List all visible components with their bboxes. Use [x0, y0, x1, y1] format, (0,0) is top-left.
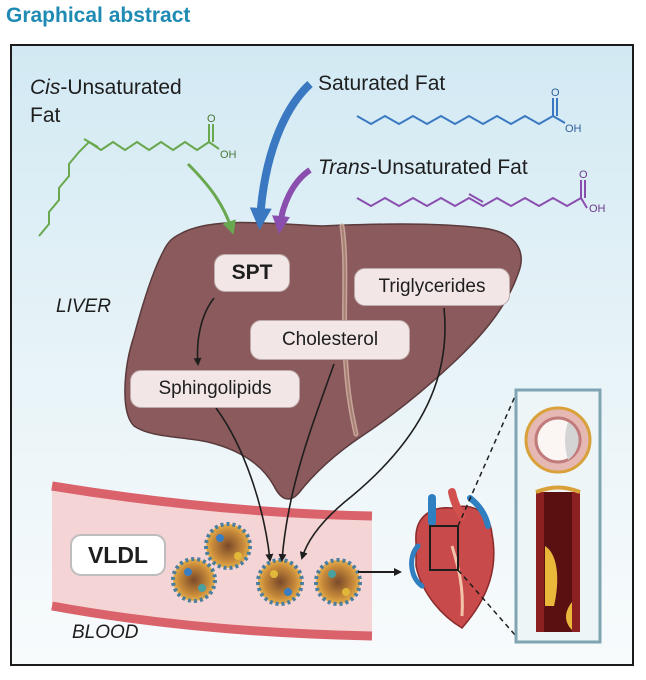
cis-prefix: Cis	[30, 76, 61, 99]
blood-tag: BLOOD	[72, 622, 139, 643]
graphical-abstract-heading: Graphical abstract	[6, 4, 191, 27]
abstract-frame: OH O OH O OH O Cis-Unsaturated Fat Satur…	[10, 44, 634, 666]
spt-to-sphingolipids-arrow	[193, 297, 215, 366]
vldl-particle-icon	[171, 557, 217, 603]
vldl-particle-icon	[256, 558, 304, 606]
trans-rest: -Unsaturated Fat	[370, 156, 528, 179]
cis-oh-label: OH	[220, 149, 237, 161]
trans-fat-label: Trans-Unsaturated Fat	[318, 156, 528, 180]
saturated-fat-arrow	[249, 81, 313, 230]
cis-fat-arrow	[186, 162, 236, 235]
trans-fat-molecule-icon	[356, 180, 588, 209]
cis-fat-molecule-icon	[38, 124, 220, 237]
zoom-line-top	[457, 393, 517, 527]
vldl-box: VLDL	[70, 534, 166, 576]
liver-organ-icon	[124, 221, 522, 500]
cis-o-label: O	[207, 113, 216, 125]
cis-fat-label-line2: Fat	[30, 104, 61, 127]
triglycerides-to-blood-arrow	[299, 307, 446, 560]
trans-fat-arrow	[272, 167, 312, 234]
triglycerides-box: Triglycerides	[354, 268, 510, 306]
saturated-o-label: O	[551, 87, 560, 99]
trans-oh-label: OH	[589, 203, 606, 215]
saturated-oh-label: OH	[565, 123, 582, 135]
saturated-fat-label: Saturated Fat	[318, 72, 446, 95]
cis-rest: -Unsaturated	[60, 76, 182, 99]
artery-plaque-icon	[535, 485, 581, 632]
heart-organ-icon	[409, 488, 495, 629]
artery-inset-panel	[514, 388, 602, 644]
vldl-particle-icon	[204, 522, 252, 570]
trans-o-label: O	[579, 169, 588, 181]
sphingolipids-box: Sphingolipids	[130, 370, 300, 408]
cis-fat-label: Cis-Unsaturated	[30, 76, 182, 100]
spt-box: SPT	[214, 254, 290, 292]
saturated-fat-molecule-icon	[356, 98, 566, 126]
cholesterol-box: Cholesterol	[250, 320, 410, 360]
sphingolipids-to-blood-arrow	[215, 407, 274, 562]
vldl-particles	[171, 522, 362, 606]
liver-tag: LIVER	[56, 296, 111, 317]
zoom-line-bottom	[457, 569, 517, 637]
heart-zoom-box	[429, 525, 459, 571]
artery-cross-section-icon	[524, 406, 592, 474]
trans-prefix: Trans	[318, 156, 371, 179]
vldl-particle-icon	[314, 558, 362, 606]
cholesterol-to-blood-arrow	[278, 363, 335, 562]
